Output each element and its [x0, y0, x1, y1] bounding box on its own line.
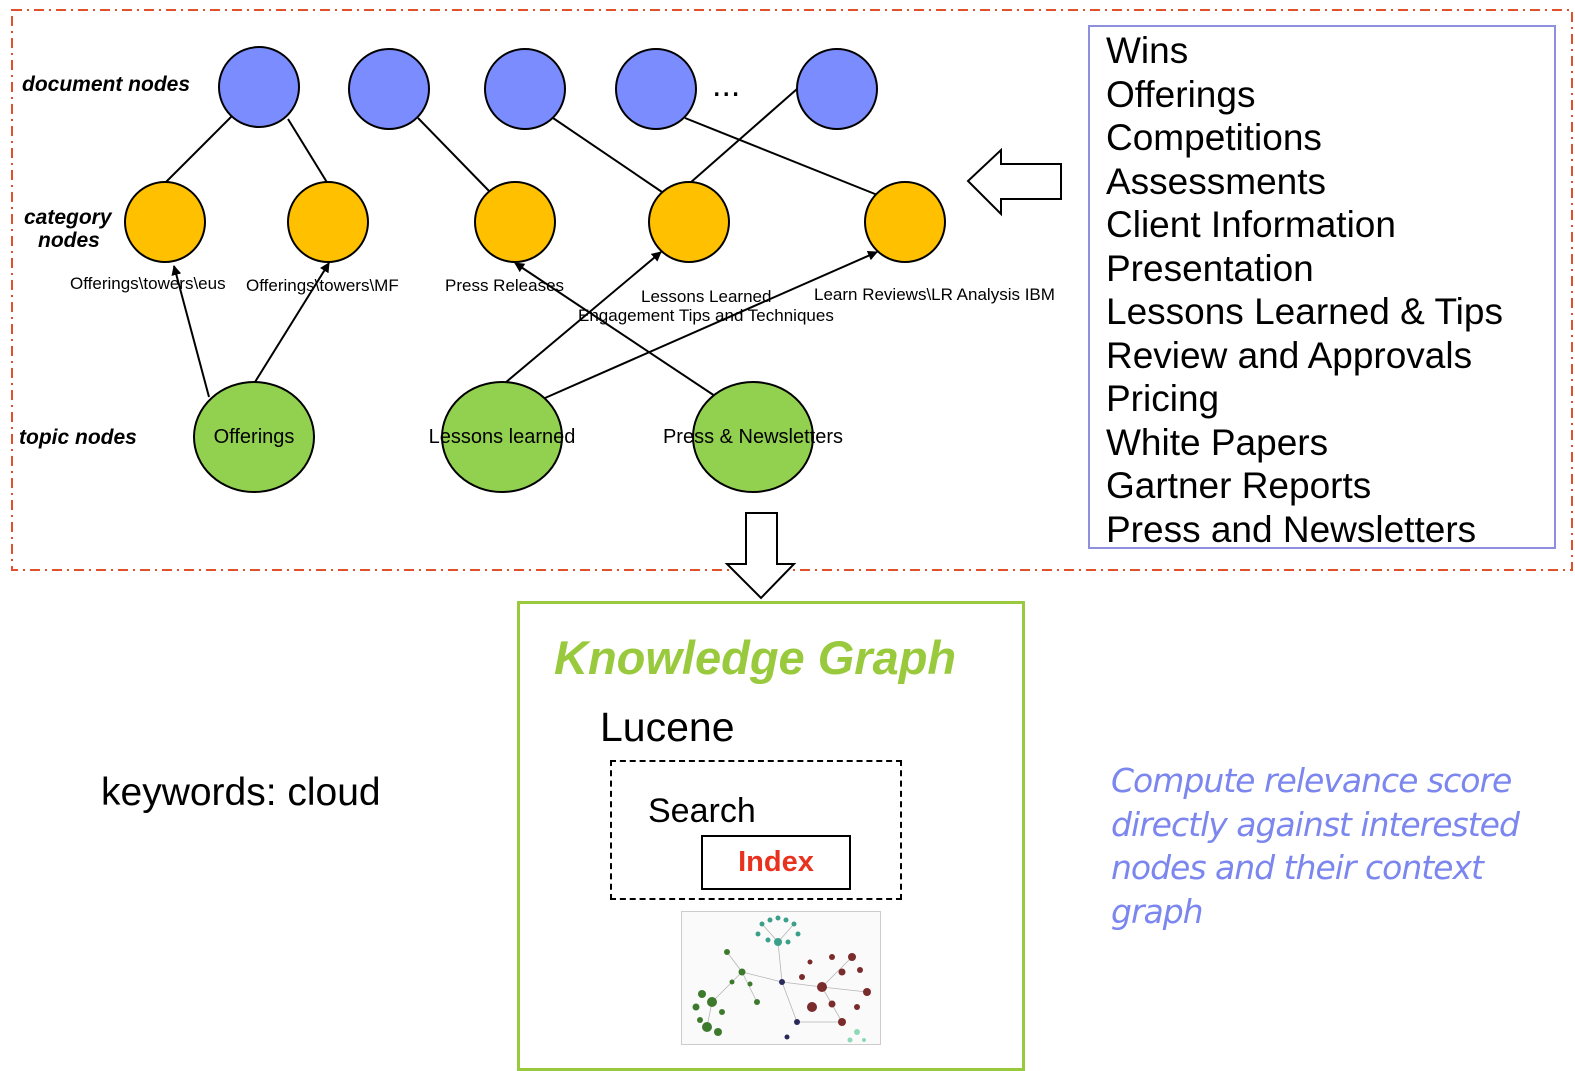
topic-label-lessons: Lessons learned [429, 426, 576, 448]
category-node [648, 181, 730, 263]
category-label-lessons-line1: Lessons Learned [641, 287, 771, 306]
knowledge-graph-box: Knowledge Graph Lucene Search Index [517, 601, 1025, 1071]
topic-node-lessons [441, 381, 563, 493]
category-label-lessons-line2: Engagement Tips and Techniques [578, 306, 834, 325]
category-label-eus: Offerings\towers\eus [70, 274, 226, 293]
category-list-item: Press and Newsletters [1106, 508, 1477, 550]
arrow-lessons-cat4 [504, 251, 662, 384]
category-label-learn: Learn Reviews\LR Analysis IBM [814, 285, 1055, 304]
document-node [796, 48, 878, 130]
category-list-item: Competitions [1106, 117, 1322, 158]
category-nodes [124, 181, 946, 263]
down-hollow-arrow [724, 512, 797, 600]
topic-label-offerings: Offerings [214, 426, 295, 448]
arrow-lessons-learn [544, 251, 878, 399]
relevance-note: Compute relevance score directly against… [1111, 761, 1520, 931]
graph-visualization-thumbnail [681, 911, 881, 1045]
edge-doc4-cat5 [684, 117, 881, 197]
category-list-item: Wins [1106, 30, 1189, 71]
keywords-label: keywords: cloud [101, 771, 381, 814]
document-node [348, 48, 430, 130]
ontology-frame [11, 9, 1573, 571]
topic-nodes-label: topic nodes [19, 426, 137, 449]
document-node [615, 48, 697, 130]
edge-doc5-cat4 [689, 88, 798, 184]
doc-category-edges [164, 88, 881, 197]
category-list-item: Lessons Learned & Tips [1106, 291, 1503, 332]
document-node [484, 48, 566, 130]
edge-doc2-cat3 [417, 117, 491, 193]
document-node [218, 46, 300, 128]
category-list-item: Offerings [1106, 73, 1256, 115]
topic-node-offerings [193, 381, 315, 493]
document-nodes [218, 46, 878, 130]
category-list-item: Presentation [1106, 247, 1314, 289]
network-graph-image [692, 915, 871, 1043]
category-list-item: Assessments [1106, 160, 1327, 202]
edge-doc3-cat4 [552, 117, 663, 193]
search-label: Search [648, 792, 756, 830]
edge-doc1-cat1 [164, 115, 233, 184]
category-list-item: Review and Approvals [1106, 334, 1473, 376]
left-hollow-arrow [966, 147, 1062, 217]
topic-nodes [193, 381, 814, 493]
search-box: Search Index [610, 760, 902, 900]
category-label-mf: Offerings\towers\MF [246, 276, 399, 295]
category-node [124, 181, 206, 263]
arrow-press-releases [514, 262, 719, 399]
category-list-item: Gartner Reports [1106, 465, 1372, 506]
category-nodes-label-line1: category [24, 206, 113, 229]
document-nodes-label: document nodes [22, 73, 190, 96]
lucene-label: Lucene [600, 704, 735, 750]
topic-category-arrows [171, 251, 878, 399]
edge-doc1-cat2 [287, 118, 329, 185]
topic-node-press [692, 381, 814, 493]
arrow-offerings-mf [254, 262, 330, 383]
category-node [287, 181, 369, 263]
arrow-offerings-eus [171, 265, 210, 398]
category-label-press: Press Releases [445, 276, 564, 295]
index-box: Index [701, 835, 851, 890]
category-list-item: White Papers [1106, 421, 1329, 463]
category-nodes-label-line2: nodes [38, 229, 100, 252]
category-list-item: Client Information [1106, 204, 1396, 245]
topic-label-press: Press & Newsletters [663, 426, 843, 448]
knowledge-graph-title: Knowledge Graph [554, 631, 957, 684]
category-list-item: Pricing [1106, 378, 1220, 419]
ellipsis: ... [712, 66, 740, 104]
category-node [474, 181, 556, 263]
category-node [864, 181, 946, 263]
